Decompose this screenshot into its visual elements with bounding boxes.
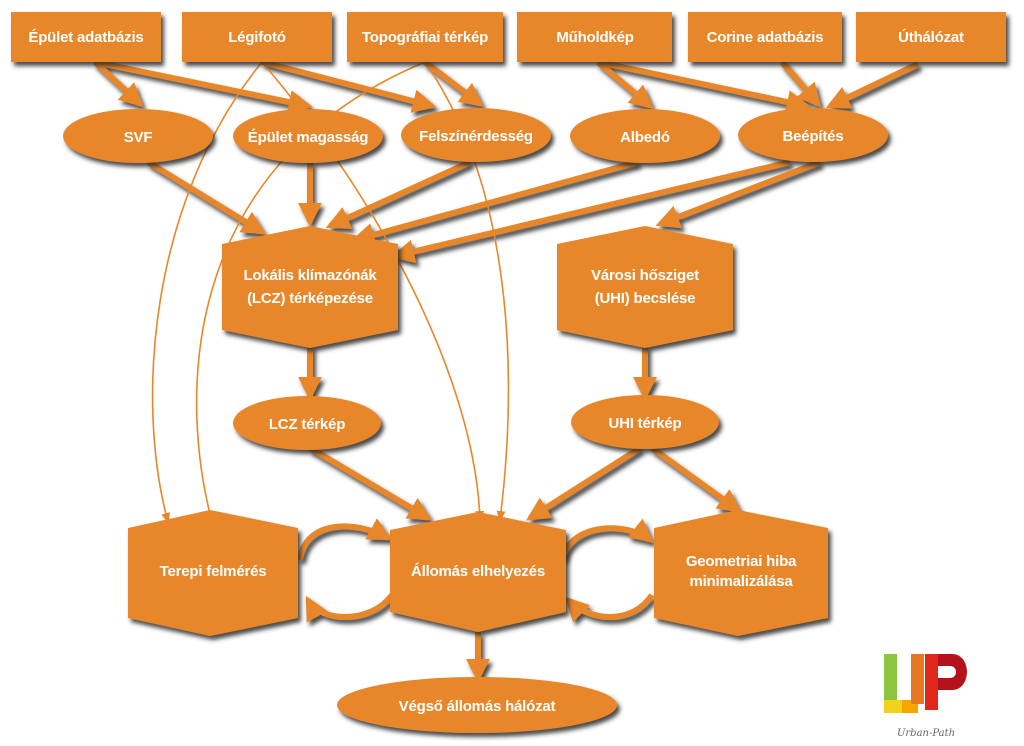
source-label-legifoto: Légifotó: [228, 29, 286, 46]
edge-topo-felszin: [423, 59, 484, 107]
edge-geometria-allomas-loop: [564, 593, 655, 623]
process-label-lcz-line1: Lokális klímazónák: [243, 267, 377, 284]
edge-allomas-geometria-loop: [559, 518, 654, 561]
urban-path-logo: Urban-Path: [884, 654, 967, 739]
process-label-uhi-line1: Városi hősziget: [591, 267, 699, 284]
source-box-muholdkep: [517, 12, 672, 62]
thin-edge-legifoto-terepi: [151, 61, 263, 525]
feature-label-albedo: Albedó: [620, 129, 670, 146]
process-label-lcz-line2: (LCZ) térképezése: [247, 290, 373, 307]
edge-legifoto-felszin: [261, 59, 437, 113]
process-hex-uhi: [557, 226, 733, 348]
thin-edge-topo-terepi: [195, 61, 426, 525]
edge-beepites-uhi: [655, 159, 822, 229]
edge-epulet-magassag: [94, 59, 313, 114]
final-label-geometriai-hiba-line1: Geometriai hiba: [686, 553, 797, 570]
final-hex-geometriai-hiba: [654, 510, 828, 636]
feature-ellipse-felszinerdesseg: [401, 108, 551, 162]
edge-felszin-lcz: [325, 159, 472, 229]
edge-corine-beepites: [779, 60, 822, 108]
map-label-uhi: UHI térkép: [608, 415, 681, 432]
feature-label-felszinerdesseg: Felszínérdesség: [419, 128, 533, 145]
final-hex-allomas-elhelyezes: [390, 512, 566, 632]
feature-ellipse-beepites: [738, 108, 888, 162]
feature-ellipse-epulet-magassag: [233, 109, 383, 163]
edge-uhimap-geometria: [650, 445, 742, 513]
final-hex-terepi-felmeres: [128, 510, 298, 636]
feature-ellipse-svf: [63, 109, 213, 163]
map-label-lcz: LCZ térkép: [269, 416, 345, 433]
final-label-geometriai-hiba-line2: minimalizálása: [689, 573, 793, 590]
feature-label-beepites: Beépítés: [783, 128, 844, 145]
source-label-epulet-adatbazis: Épület adatbázis: [28, 29, 143, 46]
source-label-muholdkep: Műholdkép: [556, 29, 633, 46]
source-box-legifoto: [182, 12, 332, 62]
edge-beepites-lcz: [390, 159, 791, 264]
process-label-uhi-line2: (UHI) becslése: [595, 290, 696, 307]
edge-svf-lcz: [146, 159, 267, 235]
edge-uhimap-allomas: [525, 445, 642, 521]
source-box-corine-adatbazis: [688, 12, 842, 62]
result-ellipse: [337, 677, 617, 733]
source-box-topografiai-terkep: [347, 12, 503, 62]
edge-epulet-svf: [92, 59, 144, 108]
feature-label-epulet-magassag: Épület magasság: [248, 129, 368, 146]
source-label-uthalozat: Úthálózat: [898, 28, 964, 46]
edge-uthalozat-beepites: [825, 61, 920, 109]
feature-label-svf: SVF: [124, 129, 153, 146]
edge-muhold-albedo: [596, 59, 654, 110]
map-ellipse-uhi: [571, 395, 719, 449]
source-box-uthalozat: [856, 12, 1006, 62]
feature-ellipse-albedo: [570, 109, 720, 163]
edge-terepi-allomas-loop: [297, 518, 393, 561]
final-label-allomas-elhelyezes: Állomás elhelyezés: [411, 563, 545, 580]
edge-albedo-lcz: [350, 159, 639, 247]
source-box-epulet-adatbazis: [11, 12, 161, 62]
final-label-terepi-felmeres: Terepi felmérés: [160, 563, 267, 580]
edges: [92, 59, 920, 683]
map-ellipse-lcz: [233, 396, 381, 450]
source-label-topografiai-terkep: Topográfiai térkép: [362, 29, 488, 46]
source-label-corine-adatbazis: Corine adatbázis: [707, 29, 824, 46]
edge-lczmap-allomas: [308, 445, 433, 521]
edge-allomas-terepi-loop: [305, 593, 395, 623]
process-hex-lcz: [222, 226, 398, 348]
logo-caption: Urban-Path: [897, 728, 955, 739]
edge-muhold-beepites: [597, 59, 811, 114]
result-label: Végső állomás hálózat: [399, 698, 556, 715]
